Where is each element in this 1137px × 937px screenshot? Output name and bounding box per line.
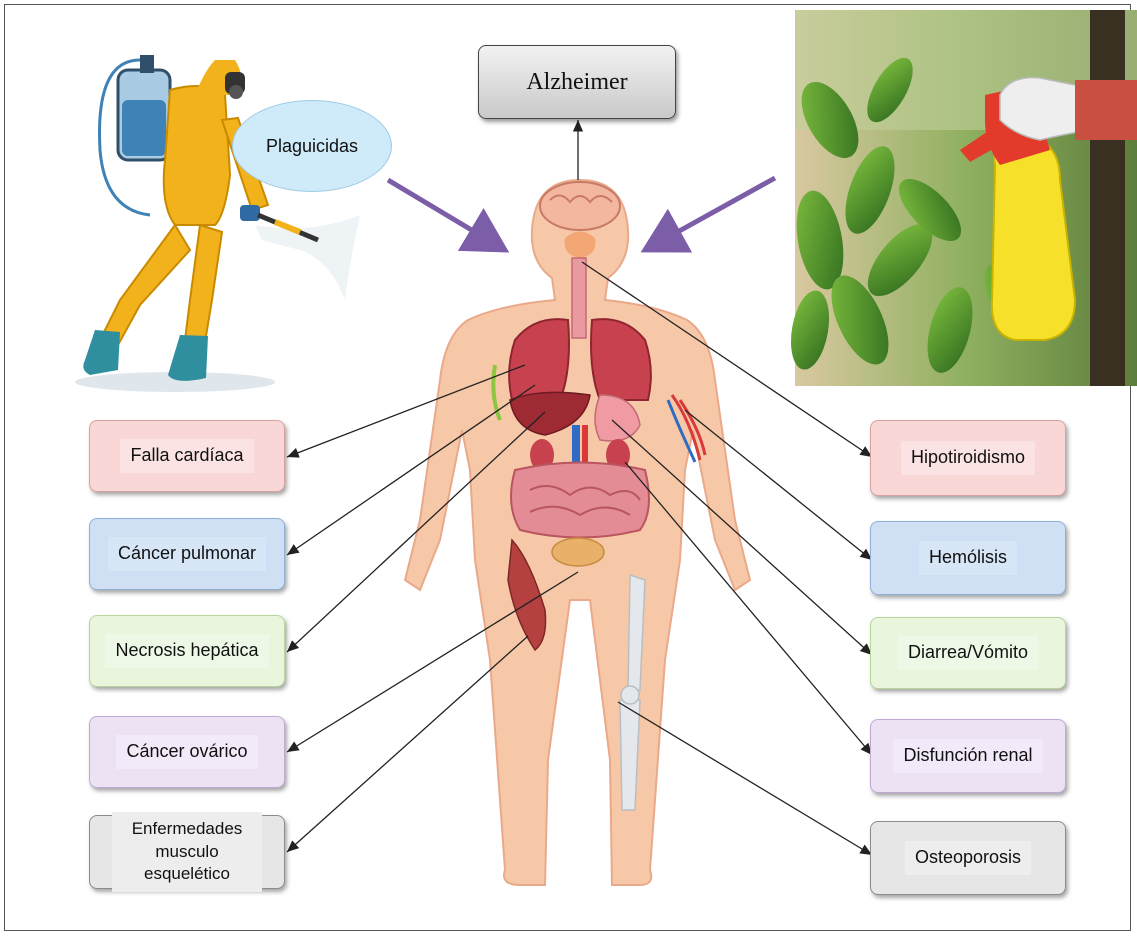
exposure-arrow-left bbox=[388, 180, 505, 250]
condition-box-disfuncion-renal: Disfunción renal bbox=[870, 719, 1066, 793]
condition-box-falla-cardiaca: Falla cardíaca bbox=[89, 420, 285, 492]
condition-label: Disfunción renal bbox=[893, 739, 1042, 773]
alzheimer-box: Alzheimer bbox=[478, 45, 676, 119]
condition-box-necrosis-hepatica: Necrosis hepática bbox=[89, 615, 285, 687]
condition-box-hemolisis: Hemólisis bbox=[870, 521, 1066, 595]
condition-label: Cáncer pulmonar bbox=[108, 537, 266, 571]
human-body-figure bbox=[405, 180, 750, 885]
pesticides-bubble: Plaguicidas bbox=[232, 100, 392, 192]
condition-label: Cáncer ovárico bbox=[116, 735, 257, 769]
condition-box-musculo-esqueletico: Enfermedades musculo esquelético bbox=[89, 815, 285, 889]
condition-label: Hipotiroidismo bbox=[901, 441, 1035, 475]
condition-label: Enfermedades musculo esquelético bbox=[112, 812, 262, 893]
condition-label: Diarrea/Vómito bbox=[898, 636, 1038, 670]
condition-label: Hemólisis bbox=[919, 541, 1017, 575]
plant-spraying-photo bbox=[785, 10, 1137, 386]
condition-box-diarrea-vomito: Diarrea/Vómito bbox=[870, 617, 1066, 689]
connector-musculo-esqueletico bbox=[287, 636, 528, 852]
condition-box-hipotiroidismo: Hipotiroidismo bbox=[870, 420, 1066, 496]
condition-box-cancer-ovarico: Cáncer ovárico bbox=[89, 716, 285, 788]
condition-label: Necrosis hepática bbox=[105, 634, 268, 668]
condition-label: Osteoporosis bbox=[905, 841, 1031, 875]
condition-box-cancer-pulmonar: Cáncer pulmonar bbox=[89, 518, 285, 590]
exposure-arrow-right bbox=[645, 178, 775, 250]
condition-box-osteoporosis: Osteoporosis bbox=[870, 821, 1066, 895]
condition-label: Falla cardíaca bbox=[120, 439, 253, 473]
